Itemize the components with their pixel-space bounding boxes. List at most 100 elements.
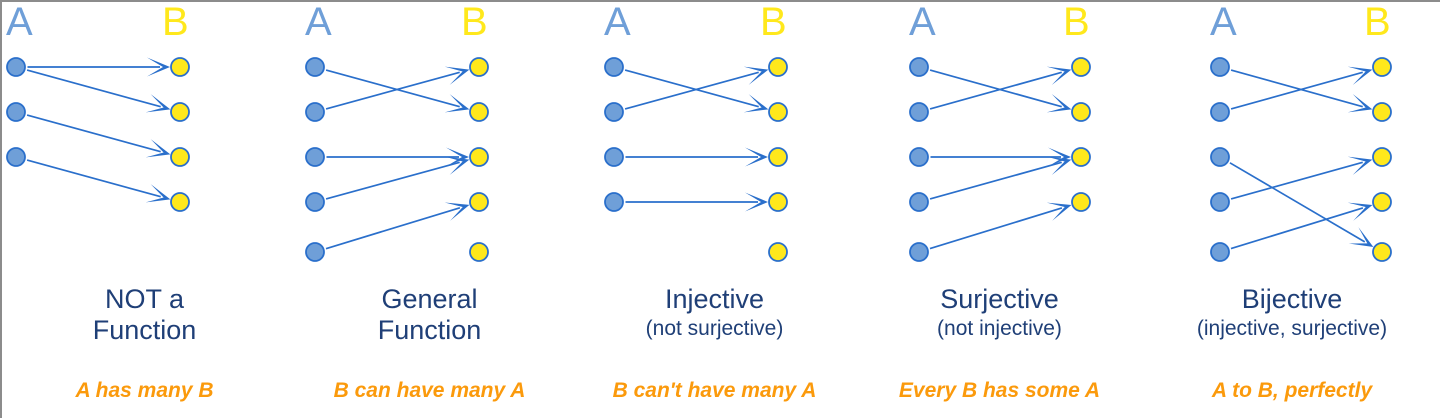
edge-line bbox=[26, 69, 161, 108]
node-a bbox=[604, 57, 624, 77]
edge-line bbox=[624, 69, 759, 108]
node-b bbox=[170, 57, 190, 77]
panel-subtitle: (injective, surjective) bbox=[1196, 317, 1388, 340]
panel-title: Injective bbox=[664, 284, 765, 314]
node-a bbox=[909, 147, 929, 167]
panel-subtitle: (not surjective) bbox=[645, 317, 784, 340]
node-b bbox=[768, 57, 788, 77]
node-a bbox=[909, 57, 929, 77]
node-a bbox=[1210, 147, 1230, 167]
node-b bbox=[1372, 242, 1392, 262]
node-b bbox=[469, 102, 489, 122]
arrowhead bbox=[446, 147, 469, 167]
node-a bbox=[604, 192, 624, 212]
arrowhead bbox=[1347, 66, 1373, 85]
arrowhead bbox=[1046, 202, 1072, 221]
arrowhead bbox=[444, 156, 470, 175]
edge-line bbox=[1230, 71, 1363, 110]
node-group bbox=[1210, 57, 1392, 262]
node-b bbox=[1372, 192, 1392, 212]
node-b bbox=[170, 102, 190, 122]
edge-line bbox=[325, 161, 460, 200]
node-group bbox=[604, 57, 788, 262]
arrowhead bbox=[145, 94, 171, 113]
node-b bbox=[768, 147, 788, 167]
set-label-b: B bbox=[162, 0, 189, 44]
edge-group bbox=[624, 66, 769, 212]
node-b bbox=[1071, 192, 1091, 212]
edge-group bbox=[325, 66, 470, 250]
edge-line bbox=[26, 159, 161, 198]
arrowhead bbox=[444, 94, 470, 113]
arrowhead bbox=[745, 147, 768, 167]
edge-line bbox=[929, 69, 1062, 108]
node-b bbox=[1372, 57, 1392, 77]
node-a bbox=[604, 147, 624, 167]
panel-surjective: A B Surjective (not injective) Every B has s… bbox=[857, 2, 1142, 418]
arrowhead bbox=[444, 66, 470, 85]
set-label-b: B bbox=[1063, 0, 1090, 44]
arrowhead bbox=[1347, 94, 1373, 113]
arrowhead bbox=[1347, 156, 1373, 175]
node-b bbox=[170, 192, 190, 212]
panel-title: Bijective bbox=[1241, 284, 1343, 314]
panel-caption: A has many B bbox=[75, 379, 214, 402]
edge-line bbox=[1230, 69, 1363, 108]
node-b bbox=[469, 242, 489, 262]
arrowhead bbox=[1046, 66, 1072, 85]
edge-line bbox=[929, 207, 1063, 250]
panel-title: NOT a Function bbox=[92, 284, 197, 345]
mapping-graph-not-a-function bbox=[6, 57, 190, 212]
panel-title-block: Injective (not surjective) bbox=[572, 284, 857, 342]
set-label-a: A bbox=[604, 0, 631, 44]
panel-title: General Function bbox=[377, 284, 482, 345]
edge-line bbox=[1230, 161, 1363, 200]
node-b bbox=[1071, 147, 1091, 167]
node-b bbox=[1372, 102, 1392, 122]
node-b bbox=[768, 242, 788, 262]
edge-line bbox=[1229, 162, 1366, 243]
node-a bbox=[305, 57, 325, 77]
edge-line bbox=[26, 114, 161, 153]
node-group bbox=[6, 57, 190, 212]
set-label-b: B bbox=[461, 0, 488, 44]
panel-caption: B can't have many A bbox=[612, 379, 817, 402]
panel-subtitle: (not injective) bbox=[937, 317, 1062, 340]
node-a bbox=[6, 147, 26, 167]
node-b bbox=[1071, 102, 1091, 122]
edge-line bbox=[624, 71, 759, 110]
arrowhead bbox=[1046, 156, 1072, 175]
node-group bbox=[305, 57, 489, 262]
arrowhead bbox=[743, 66, 769, 85]
edge-line bbox=[325, 207, 461, 250]
arrowhead bbox=[1348, 227, 1374, 247]
mapping-graph-injective bbox=[604, 57, 788, 262]
edge-line bbox=[929, 161, 1062, 200]
node-a bbox=[305, 242, 325, 262]
panel-title-block: NOT a Function bbox=[2, 284, 287, 346]
node-a bbox=[305, 192, 325, 212]
arrowhead bbox=[1347, 202, 1373, 221]
edge-line bbox=[325, 69, 460, 108]
edge-line bbox=[325, 71, 460, 110]
panel-caption: Every B has some A bbox=[898, 379, 1101, 402]
panel-caption: A to B, perfectly bbox=[1211, 379, 1373, 402]
set-label-a: A bbox=[305, 0, 332, 44]
node-a bbox=[6, 102, 26, 122]
arrowhead bbox=[147, 57, 170, 77]
arrowhead bbox=[444, 202, 470, 221]
node-a bbox=[909, 242, 929, 262]
node-b bbox=[469, 192, 489, 212]
panel-title: Surjective bbox=[940, 284, 1059, 314]
node-a bbox=[6, 57, 26, 77]
mapping-graph-surjective bbox=[909, 57, 1091, 262]
panel-title-block: Bijective (injective, surjective) bbox=[1142, 284, 1440, 342]
node-b bbox=[1372, 147, 1392, 167]
set-label-a: A bbox=[909, 0, 936, 44]
set-label-b: B bbox=[1364, 0, 1391, 44]
panel-title-block: General Function bbox=[287, 284, 572, 346]
